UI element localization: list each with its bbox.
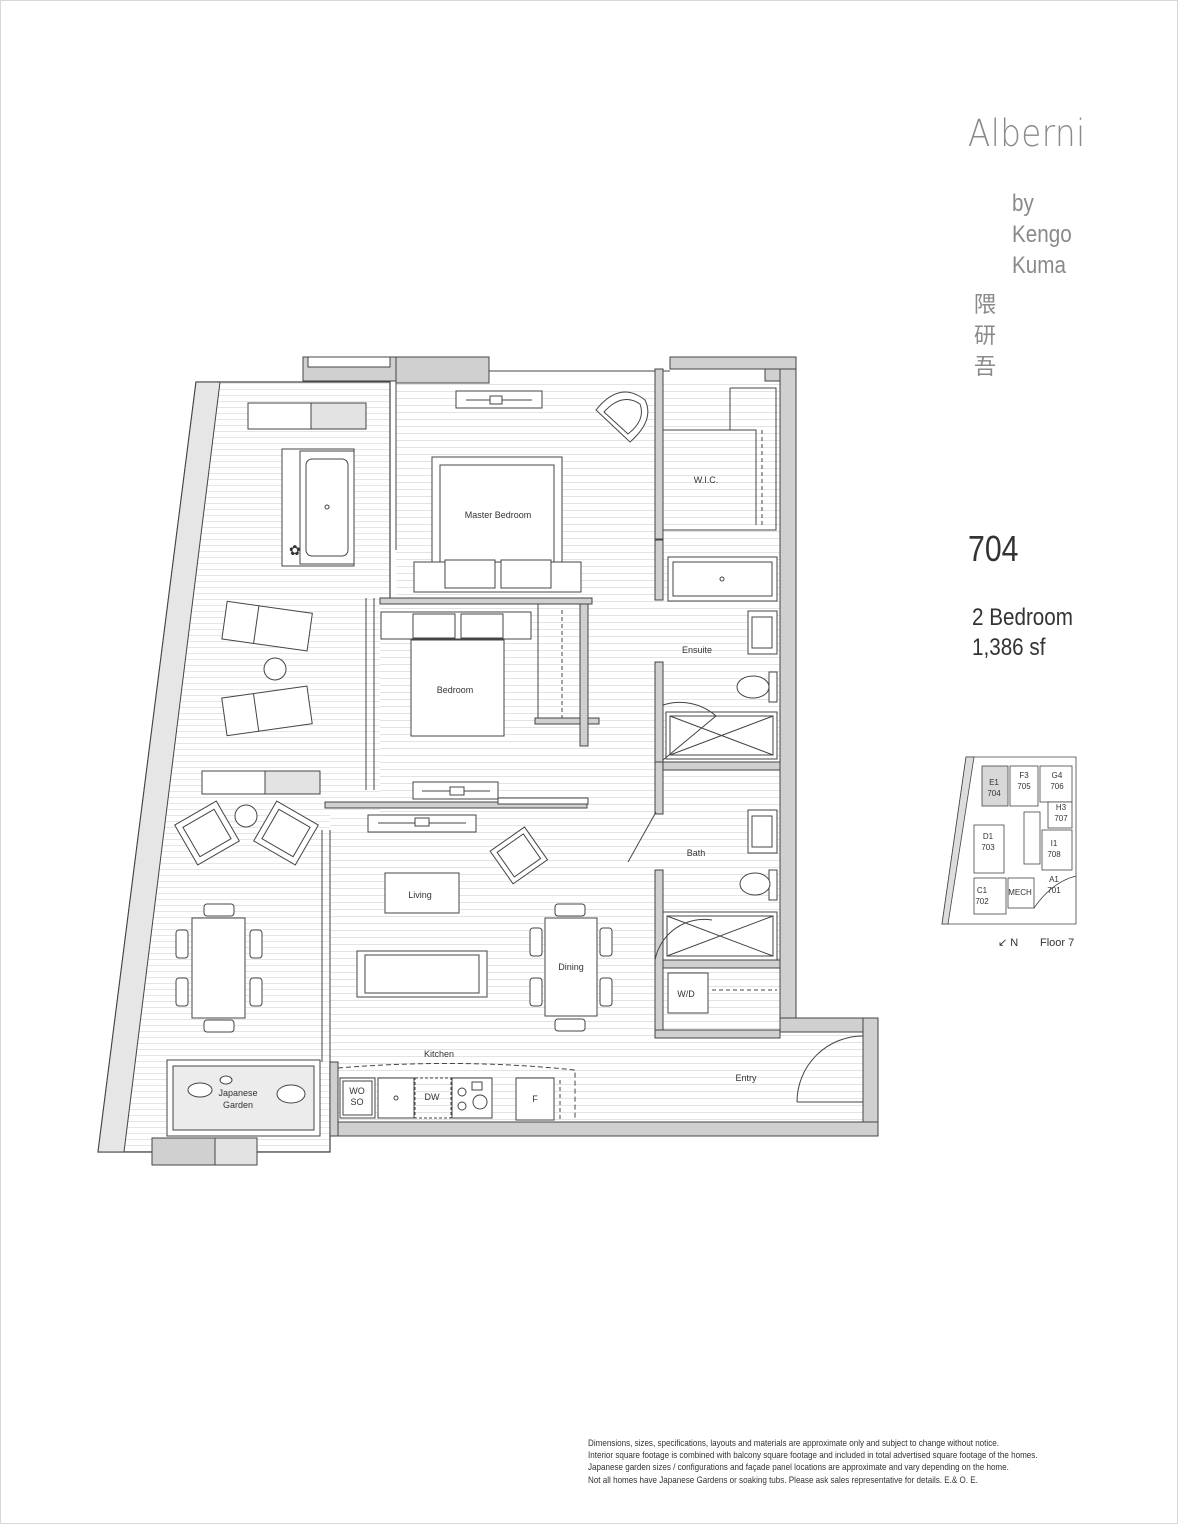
label-garden: Garden xyxy=(223,1100,253,1110)
bench-middle xyxy=(201,770,321,795)
room-label-entry: Entry xyxy=(735,1073,757,1083)
dining-furniture xyxy=(529,903,613,1032)
balcony xyxy=(97,381,391,1153)
bedroom-closet xyxy=(537,604,563,718)
key-unit-num: 705 xyxy=(1017,782,1031,791)
key-unit-num: 704 xyxy=(987,789,1001,798)
key-plan xyxy=(941,756,1077,925)
kanji-3: 吾 xyxy=(973,354,996,379)
key-unit-code: D1 xyxy=(983,832,994,841)
living-furniture xyxy=(356,814,549,998)
label-fridge: F xyxy=(532,1094,538,1104)
room-label-bedroom: Bedroom xyxy=(437,685,474,695)
japanese-garden xyxy=(166,1059,321,1137)
bench-upper xyxy=(247,402,367,430)
key-unit-num: 706 xyxy=(1050,782,1064,791)
kitchen-counter xyxy=(337,1062,576,1121)
key-unit-code: I1 xyxy=(1051,839,1058,848)
room-label-living: Living xyxy=(408,890,432,900)
desk-master xyxy=(455,390,543,409)
room-label-wd: W/D xyxy=(677,989,695,999)
label-wo: WO xyxy=(349,1086,365,1096)
byline-first: Kengo xyxy=(1012,221,1072,248)
key-unit-num: 708 xyxy=(1047,850,1061,859)
ensuite-fixtures xyxy=(665,556,778,760)
exterior-walls xyxy=(151,356,879,1166)
svg-text:✿: ✿ xyxy=(289,542,301,558)
key-unit-code: E1 xyxy=(989,778,999,787)
room-label-wic: W.I.C. xyxy=(694,475,719,485)
label-so: SO xyxy=(350,1097,363,1107)
disclaimer-line: Not all homes have Japanese Gardens or s… xyxy=(588,1473,978,1485)
room-label-master-bedroom: Master Bedroom xyxy=(465,510,532,520)
key-unit-code: G4 xyxy=(1052,771,1063,780)
key-unit-num: 701 xyxy=(1047,886,1061,895)
disclaimer-line: Interior square footage is combined with… xyxy=(588,1449,1038,1461)
master-bed xyxy=(413,456,582,593)
room-label-ensuite: Ensuite xyxy=(682,645,712,655)
label-japanese: Japanese xyxy=(218,1088,257,1098)
bedroom-bed xyxy=(380,611,532,737)
label-dw: DW xyxy=(425,1092,440,1102)
byline-by: by xyxy=(1012,190,1034,217)
byline-last: Kuma xyxy=(1012,252,1066,279)
kanji-2: 研 xyxy=(973,323,996,348)
room-label-dining: Dining xyxy=(558,962,584,972)
room-label-bath: Bath xyxy=(687,848,706,858)
key-unit-code: A1 xyxy=(1049,875,1059,884)
balcony-dining xyxy=(175,903,263,1033)
key-unit-code: H3 xyxy=(1056,803,1067,812)
unit-number: 704 xyxy=(968,528,1019,569)
desk-bedroom xyxy=(412,781,589,805)
north-arrow: ↙ N xyxy=(998,937,1018,949)
key-plan-labels: E1 704 F3 705 G4 706 H3 707 D1 703 I1 70… xyxy=(975,771,1068,906)
room-label-kitchen: Kitchen xyxy=(424,1049,454,1059)
armchairs-balcony xyxy=(174,800,319,866)
brand-byline: by Kengo Kuma xyxy=(1012,188,1072,281)
key-unit-num: 707 xyxy=(1054,814,1068,823)
floor-label: Floor 7 xyxy=(1040,937,1074,949)
glazing xyxy=(321,370,670,1062)
disclaimer: Dimensions, sizes, specifications, layou… xyxy=(588,1437,1038,1486)
kanji-1: 隈 xyxy=(973,292,996,317)
key-unit-code: C1 xyxy=(977,886,988,895)
kanji-mark: 隈 研 吾 xyxy=(972,289,998,382)
wic-shelving xyxy=(663,387,777,531)
bath-fixtures xyxy=(662,809,778,961)
key-mech: MECH xyxy=(1008,888,1032,897)
brand-title: Alberni xyxy=(968,112,1086,155)
key-unit-num: 703 xyxy=(981,843,995,852)
doors xyxy=(627,701,864,1103)
disclaimer-line: Dimensions, sizes, specifications, layou… xyxy=(588,1437,999,1448)
loungers xyxy=(221,600,313,737)
disclaimer-line: Japanese garden sizes / configurations a… xyxy=(588,1461,1009,1473)
unit-area: 1,386 sf xyxy=(972,634,1046,661)
key-unit-code: F3 xyxy=(1019,771,1029,780)
key-unit-num: 702 xyxy=(975,897,989,906)
soaking-tub: ✿ xyxy=(281,448,355,567)
unit-type: 2 Bedroom xyxy=(972,604,1073,631)
laundry xyxy=(667,972,777,1014)
unit-summary: 2 Bedroom 1,386 sf xyxy=(972,603,1073,663)
armchair-wic xyxy=(595,391,649,443)
